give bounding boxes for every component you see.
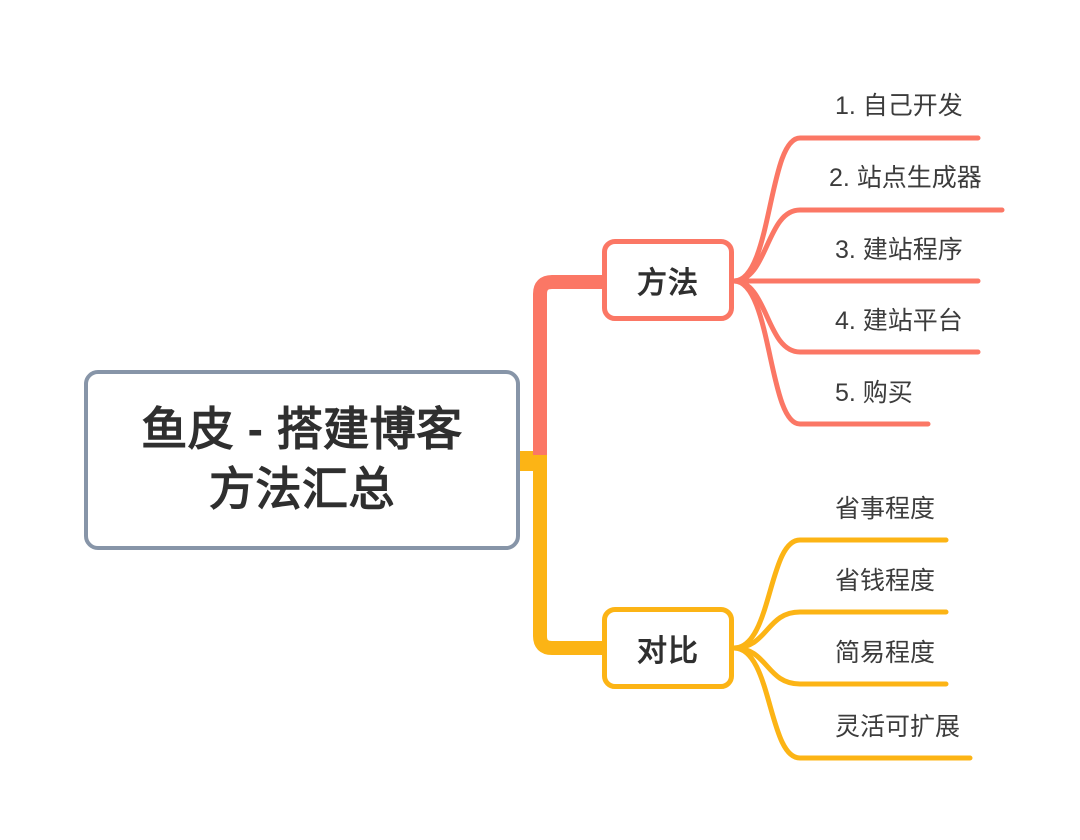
leaf-node-compare-2[interactable]: 省钱程度 (835, 567, 936, 595)
branch-node-compare-label: 对比 (637, 635, 699, 668)
leaf-node-method-2[interactable]: 2. 站点生成器 (829, 164, 982, 192)
leaf-connector-method-2 (731, 207, 1005, 284)
root-node[interactable]: 鱼皮 - 搭建博客 方法汇总 (84, 370, 520, 550)
trunk-connector-compare (533, 455, 604, 655)
root-node-label: 鱼皮 - 搭建博客 方法汇总 (141, 403, 463, 515)
leaf-node-compare-1[interactable]: 省事程度 (835, 495, 936, 523)
leaf-node-compare-4[interactable]: 灵活可扩展 (835, 713, 961, 741)
leaf-node-method-5[interactable]: 5. 购买 (835, 379, 913, 407)
leaf-node-method-4[interactable]: 4. 建站平台 (835, 307, 963, 335)
trunk-connector-method (533, 275, 604, 461)
branch-node-method[interactable]: 方法 (602, 239, 734, 321)
leaf-connector-method-5 (731, 278, 931, 427)
leaf-connector-compare-2 (731, 609, 949, 651)
leaf-node-compare-3[interactable]: 简易程度 (835, 639, 936, 667)
leaf-connector-compare-1 (731, 537, 949, 651)
leaf-node-method-3[interactable]: 3. 建站程序 (835, 236, 963, 264)
branch-node-method-label: 方法 (637, 267, 699, 300)
leaf-connector-compare-4 (731, 645, 973, 761)
branch-node-compare[interactable]: 对比 (602, 607, 734, 689)
leaf-node-method-1[interactable]: 1. 自己开发 (835, 92, 963, 120)
